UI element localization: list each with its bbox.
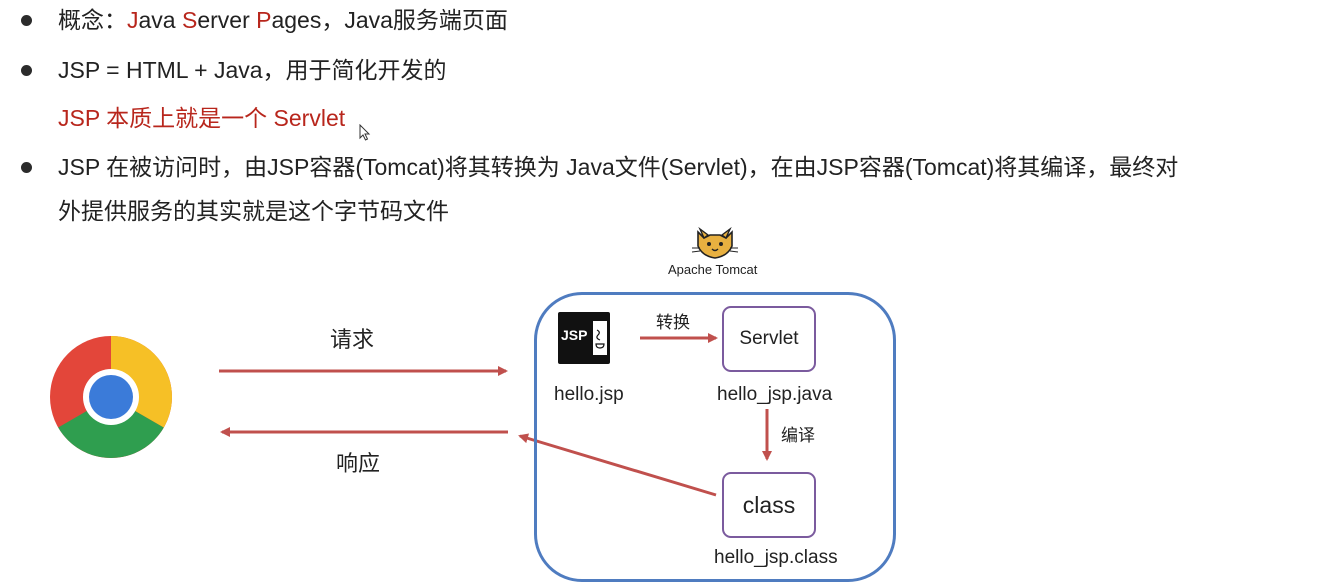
chrome-icon [50, 336, 172, 458]
request-label: 请求 [330, 327, 375, 352]
class-return-arrow [518, 433, 717, 497]
bullet-jsp-process-line1: JSP 在被访问时，由JSP容器(Tomcat)将其转换为 Java文件(Ser… [58, 154, 1179, 180]
jsp-file-icon: JSP [558, 312, 610, 364]
letter-j: J [127, 7, 139, 33]
servlet-file-label: hello_jsp.java [717, 384, 833, 405]
class-file-label: hello_jsp.class [714, 547, 838, 568]
bullet-jsp-essence: JSP 本质上就是一个 Servlet [58, 105, 346, 131]
jsp-icon-text: JSP [561, 327, 588, 343]
bullet-concept: 概念：Java Server Pages，Java服务端页面 [58, 5, 508, 35]
bullet-jsp-definition: JSP = HTML + Java，用于简化开发的 [58, 57, 447, 83]
tomcat-container [534, 292, 896, 582]
mouse-cursor-icon [359, 124, 371, 141]
bullet-jsp-process-line2: 外提供服务的其实就是这个字节码文件 [58, 198, 449, 224]
concept-prefix: 概念： [58, 7, 127, 33]
letter-s: S [181, 7, 198, 33]
bullet-dot [21, 65, 32, 76]
class-box-label: class [742, 491, 796, 518]
class-box: class [722, 472, 816, 538]
convert-label: 转换 [656, 313, 690, 332]
servlet-box: Servlet [722, 306, 816, 372]
tomcat-label: Apache Tomcat [668, 262, 758, 277]
letter-p: P [256, 7, 272, 33]
text-ava: ava [138, 7, 182, 33]
text-ages: ages，Java服务端页面 [271, 7, 508, 33]
bullet-dot [21, 15, 32, 26]
response-label: 响应 [336, 451, 381, 476]
compile-label: 编译 [781, 426, 815, 445]
tomcat-cat-icon [691, 226, 739, 259]
text-erver: erver [197, 7, 257, 33]
jsp-file-label: hello.jsp [554, 384, 624, 405]
servlet-box-label: Servlet [739, 328, 799, 349]
bullet-dot [21, 162, 32, 173]
